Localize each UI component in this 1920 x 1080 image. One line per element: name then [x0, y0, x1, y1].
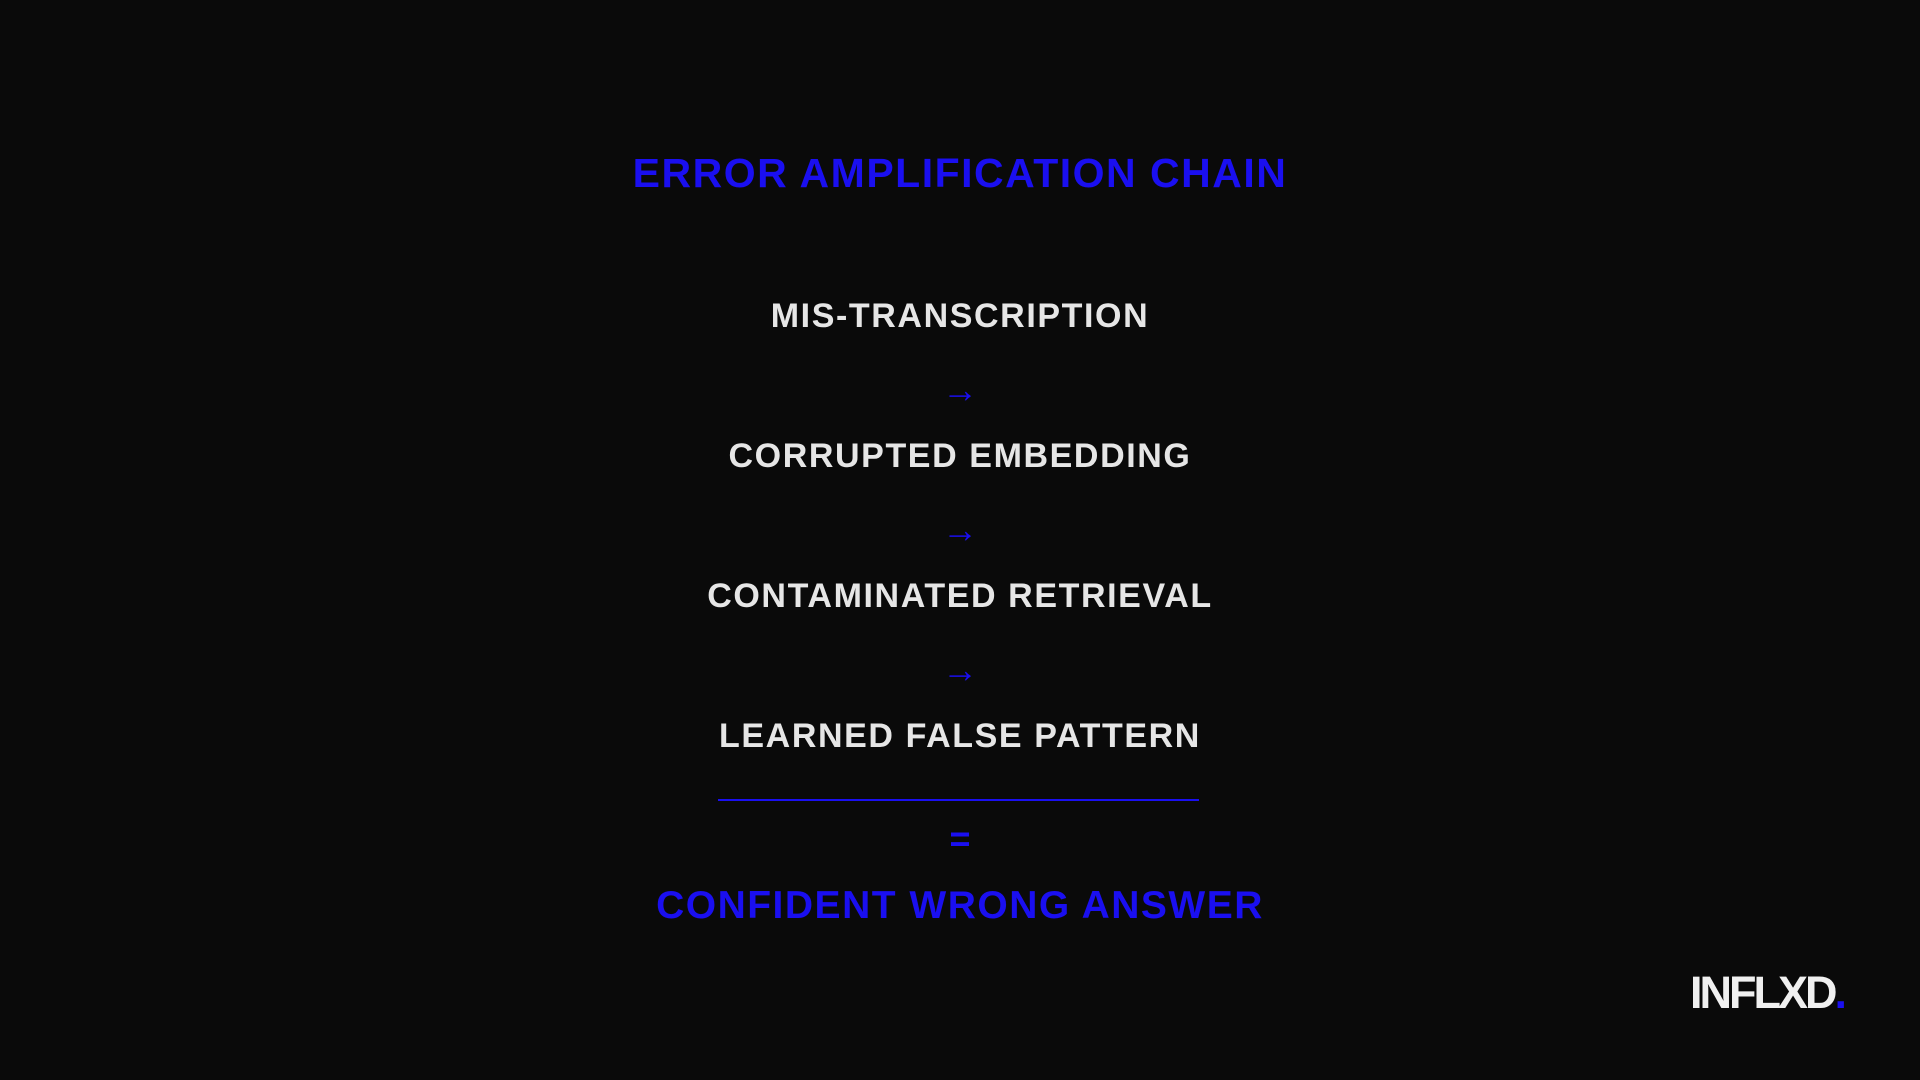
slide-title: ERROR AMPLIFICATION CHAIN: [632, 150, 1288, 196]
brand-logo-dot: .: [1834, 967, 1847, 1018]
equals-sign: =: [949, 818, 971, 859]
brand-logo-text: INFLXD: [1690, 967, 1837, 1018]
result-divider: [718, 799, 1199, 801]
arrow-right-icon: →: [942, 649, 978, 690]
chain-step-corrupted-embedding: CORRUPTED EMBEDDING: [728, 437, 1192, 475]
brand-logo: INFLXD.: [1690, 967, 1847, 1018]
arrow-right-icon: →: [942, 369, 978, 410]
chain-step-mis-transcription: MIS-TRANSCRIPTION: [770, 297, 1150, 335]
chain-step-learned-false-pattern: LEARNED FALSE PATTERN: [719, 717, 1201, 755]
chain-result: CONFIDENT WRONG ANSWER: [656, 884, 1264, 927]
arrow-right-icon: →: [942, 509, 978, 550]
chain-step-contaminated-retrieval: CONTAMINATED RETRIEVAL: [707, 577, 1213, 615]
